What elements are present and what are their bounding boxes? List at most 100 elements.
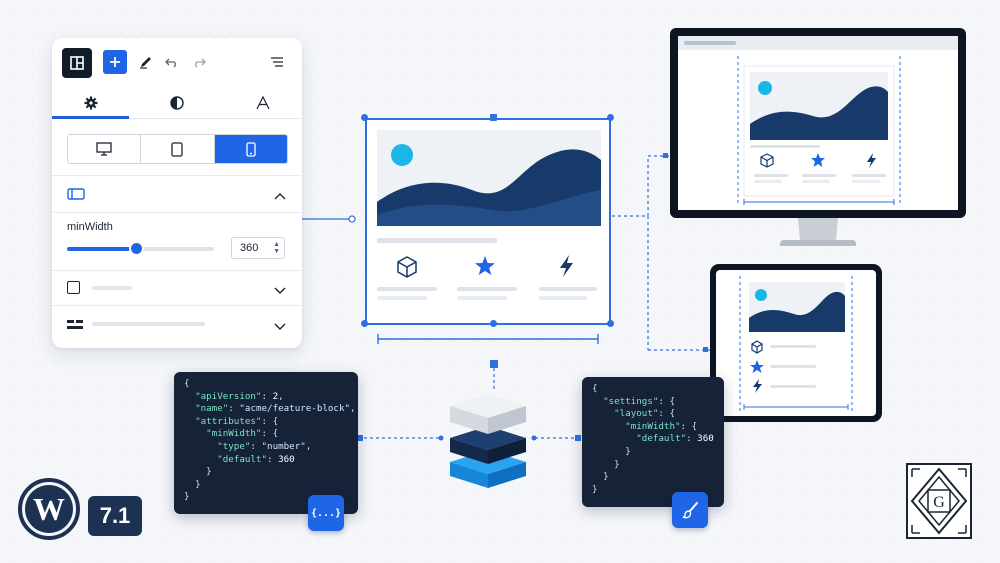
code-line: { — [184, 378, 190, 389]
code-line: } — [592, 483, 598, 495]
rows-icon — [67, 320, 83, 329]
expand-section-button[interactable] — [274, 283, 286, 301]
collapse-section-button[interactable] — [274, 189, 286, 207]
code-line: "default": 360 — [217, 453, 295, 465]
redo-icon — [195, 58, 206, 68]
menu-lines-icon — [271, 57, 283, 67]
minwidth-number-input[interactable]: 360 ▲▼ — [231, 237, 285, 259]
tablet-device-preview — [710, 264, 882, 422]
chevron-down-icon — [274, 323, 286, 330]
code-braces-icon: {...} — [310, 507, 342, 519]
divider — [52, 270, 302, 271]
desktop-icon — [96, 142, 112, 156]
divider — [52, 212, 302, 213]
code-line: "attributes": { — [195, 415, 279, 427]
divider — [52, 175, 302, 176]
tablet-preview-button[interactable] — [141, 135, 215, 163]
tab-styles[interactable] — [138, 88, 215, 118]
chevron-up-icon — [274, 193, 286, 200]
device-preview-switcher — [67, 134, 288, 164]
expand-section-button[interactable] — [274, 319, 286, 337]
cube-icon — [397, 256, 417, 278]
block-settings-panel: minWidth 360 ▲▼ — [52, 38, 302, 348]
panel-connector-dot — [348, 215, 356, 223]
corner-logo: G — [906, 463, 972, 539]
section-label-placeholder — [92, 286, 132, 290]
typography-icon — [255, 96, 270, 110]
code-line: "minWidth": { — [625, 420, 698, 432]
layer-stack-icon — [450, 394, 526, 488]
resize-handle-top[interactable] — [490, 114, 497, 121]
desktop-preview-button[interactable] — [68, 135, 142, 163]
code-line: } — [195, 478, 201, 490]
corner-logo-letter: G — [933, 494, 945, 511]
block-json-code: { "apiVersion": 2, "name": "acme/feature… — [174, 372, 358, 514]
tablet-layout-preview — [739, 276, 853, 414]
feature-block-card[interactable] — [365, 118, 611, 325]
plus-icon — [110, 57, 120, 67]
undo-button[interactable] — [160, 50, 184, 74]
redo-button[interactable] — [187, 50, 211, 74]
tablet-screen — [716, 270, 876, 416]
stepper-arrows-icon[interactable]: ▲▼ — [273, 241, 280, 255]
minwidth-slider-fill — [67, 247, 136, 251]
wave-shape-front — [377, 190, 601, 226]
bolt-icon — [560, 255, 573, 277]
minwidth-slider-handle[interactable] — [131, 243, 142, 254]
code-line: } — [614, 458, 620, 470]
tablet-icon — [171, 141, 184, 157]
code-line: } — [206, 466, 212, 478]
code-line: "default": 360 — [636, 433, 714, 445]
code-badge: {...} — [308, 495, 344, 531]
desktop-layout-preview — [678, 36, 958, 206]
code-line: "layout": { — [614, 408, 676, 420]
tab-typography[interactable] — [224, 88, 301, 118]
version-badge: 7.1 — [88, 496, 142, 536]
code-line: "type": "number", — [217, 440, 312, 452]
chevron-down-icon — [274, 287, 286, 294]
mobile-icon — [246, 141, 256, 157]
divider — [52, 305, 302, 306]
resize-handle-bottom-right[interactable] — [607, 320, 614, 327]
resize-handle-top-left[interactable] — [361, 114, 368, 121]
resize-handle-bottom[interactable] — [490, 320, 497, 327]
gear-icon — [84, 96, 97, 110]
section-label-placeholder — [92, 322, 205, 326]
svg-text:W: W — [33, 491, 65, 527]
wordpress-logo: W — [18, 478, 80, 540]
tab-settings[interactable] — [52, 88, 129, 118]
active-tab-indicator — [52, 116, 129, 119]
panel-layout-icon — [67, 188, 85, 200]
dimensions-section-icon — [67, 187, 85, 206]
list-view-button[interactable] — [264, 50, 290, 74]
monitor-screen — [678, 36, 958, 210]
minwidth-label: minWidth — [67, 221, 113, 233]
sun-icon — [391, 144, 413, 166]
contrast-icon — [169, 96, 184, 110]
code-lines: { "apiVersion": 2, "name": "acme/feature… — [184, 378, 356, 504]
pencil-icon — [140, 57, 151, 69]
code-line: } — [603, 471, 609, 483]
code-line: "minWidth": { — [206, 428, 279, 440]
spacing-section-icon — [67, 318, 83, 336]
monitor-stand — [780, 218, 856, 246]
resize-handle-bottom-left[interactable] — [361, 320, 368, 327]
paintbrush-icon — [682, 502, 698, 519]
code-line: } — [184, 491, 190, 503]
mobile-preview-button[interactable] — [214, 135, 287, 163]
desktop-monitor-preview — [670, 28, 966, 218]
minwidth-value: 360 — [240, 242, 259, 254]
code-lines: { "settings": { "layout": { "minWidth": … — [592, 383, 714, 496]
code-line: "apiVersion": 2, — [195, 390, 284, 402]
code-line: { — [592, 383, 598, 394]
star-icon — [475, 256, 495, 275]
border-section-icon — [67, 281, 80, 294]
style-badge — [672, 492, 708, 528]
block-layout-button[interactable] — [62, 48, 92, 78]
add-block-button[interactable] — [103, 50, 127, 74]
resize-handle-top-right[interactable] — [607, 114, 614, 121]
code-line: "name": "acme/feature-block", — [195, 403, 356, 415]
layout-icon — [70, 56, 84, 70]
edit-button[interactable] — [134, 50, 158, 74]
